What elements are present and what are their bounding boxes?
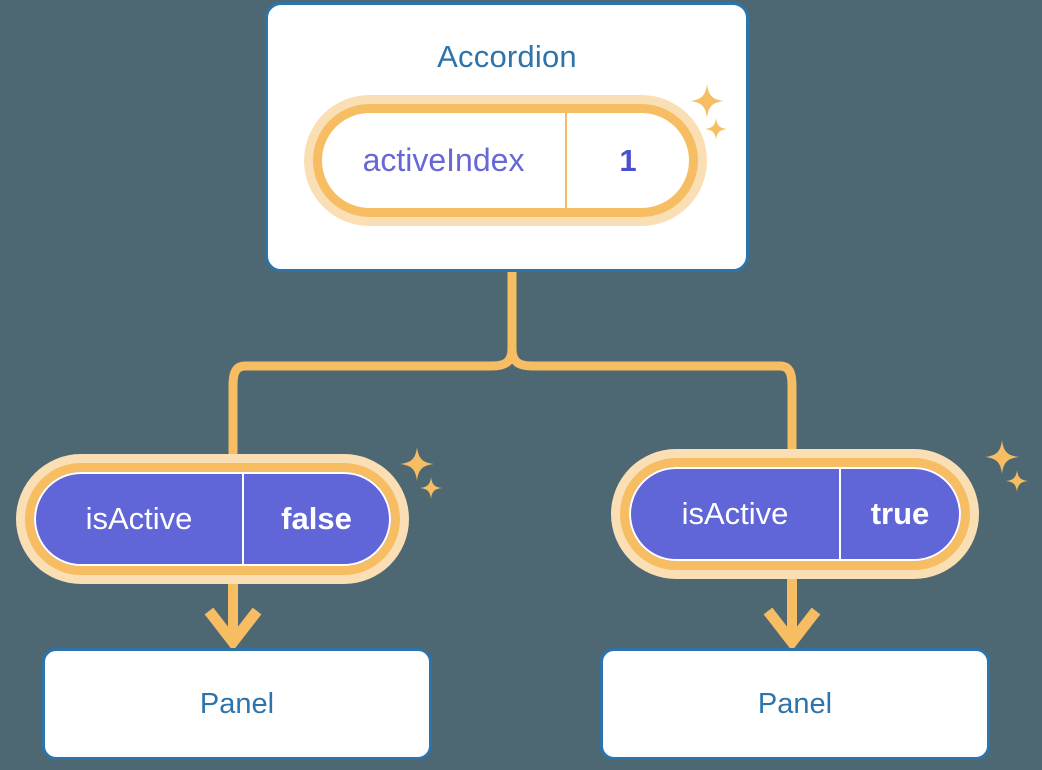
prop-badge-key: isActive <box>36 474 244 564</box>
panel-card-title: Panel <box>757 687 833 720</box>
state-badge-value: 1 <box>619 142 637 178</box>
state-badge-active-index[interactable]: activeIndex 1 <box>313 104 698 217</box>
panel-component-card-right[interactable]: Panel <box>600 648 990 760</box>
prop-badge-key: isActive <box>631 469 841 559</box>
sparkle-icon <box>400 447 434 481</box>
sparkle-icon <box>1006 470 1028 492</box>
prop-badge-value: false <box>281 501 352 536</box>
state-badge-key: activeIndex <box>322 113 567 208</box>
page-title: Accordion <box>437 39 577 74</box>
arrow-down-icon <box>763 574 821 651</box>
prop-badge-is-active-true[interactable]: isActive true <box>620 458 970 570</box>
prop-badge-value: true <box>870 496 930 531</box>
prop-badge-is-active-false[interactable]: isActive false <box>25 463 400 575</box>
connector-left-branch <box>228 266 517 471</box>
arrow-down-icon <box>204 578 262 651</box>
panel-card-title: Panel <box>199 687 275 720</box>
sparkle-icon <box>985 440 1019 474</box>
connector-right-branch <box>507 266 797 467</box>
panel-component-card-left[interactable]: Panel <box>42 648 432 760</box>
sparkle-icon <box>420 477 442 499</box>
